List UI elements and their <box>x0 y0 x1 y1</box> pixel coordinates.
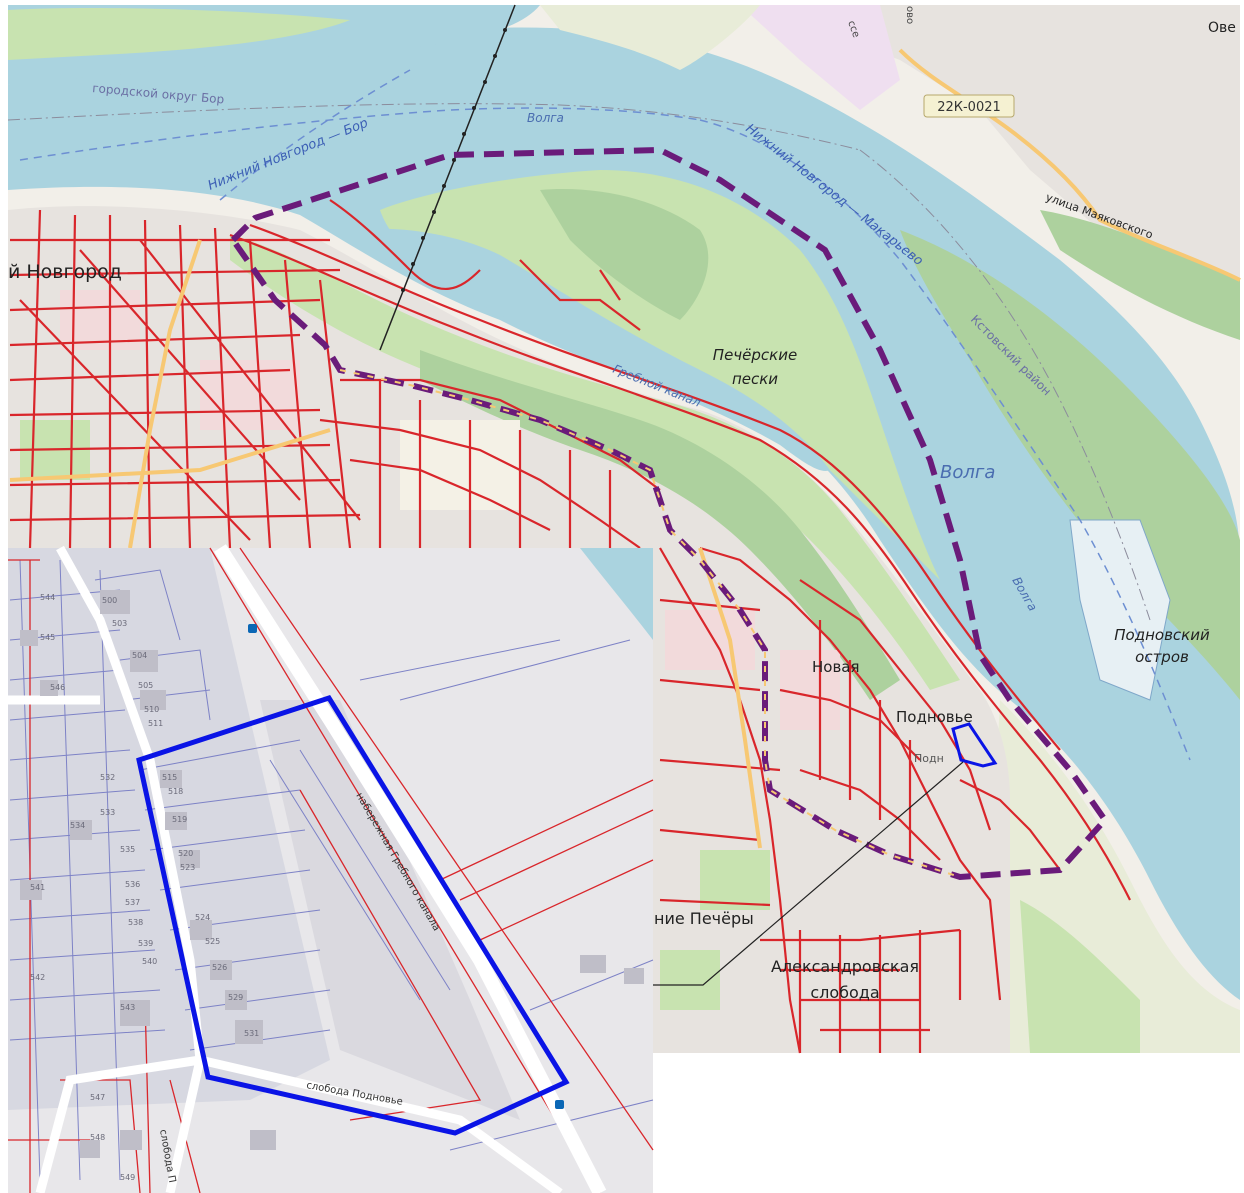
river-label-volga-top: Волга <box>527 111 564 125</box>
inset-parcel-lines <box>9 559 654 1181</box>
svg-text:543: 543 <box>120 1003 135 1012</box>
svg-text:542: 542 <box>30 973 45 982</box>
place-label-podnovye: Подновье <box>896 708 973 726</box>
place-label-nizhnie-pechery: ние Печёры <box>654 909 754 928</box>
inset-red-lines <box>8 547 654 1193</box>
svg-text:548: 548 <box>90 1133 105 1142</box>
inset-river <box>580 548 653 640</box>
inset-open-area <box>260 700 520 1120</box>
site-outline-detail <box>136 695 570 1136</box>
island-forest <box>540 189 709 320</box>
svg-text:523: 523 <box>180 863 195 872</box>
island-north-left <box>8 8 350 61</box>
southeast-green <box>1020 900 1140 1053</box>
svg-text:537: 537 <box>125 898 140 907</box>
place-label-novaya: Новая <box>812 658 860 676</box>
river-label-volga-main: Волга <box>940 462 995 483</box>
main-map: 22К-0021 й Новгород городской округ Бор … <box>7 4 1241 1054</box>
place-label-alexandrovskaya-2: слобода <box>810 983 879 1002</box>
svg-text:500: 500 <box>102 596 117 605</box>
svg-text:519: 519 <box>172 815 187 824</box>
sandbar-north <box>540 5 760 70</box>
svg-text:549: 549 <box>120 1173 135 1182</box>
svg-text:541: 541 <box>30 883 45 892</box>
forest-northeast <box>1040 210 1240 340</box>
inset-parcel-numbers: 500 503 504 505 510 511 515 518 519 520 … <box>30 593 259 1182</box>
road-label-top-2: ово <box>904 6 915 24</box>
podnovsky-island-marsh <box>1069 519 1171 701</box>
residential-block <box>665 610 755 670</box>
svg-text:536: 536 <box>125 880 140 889</box>
park-block <box>660 950 720 1010</box>
svg-text:515: 515 <box>162 773 177 782</box>
svg-text:545: 545 <box>40 633 55 642</box>
inset-streets <box>8 545 563 1193</box>
city-label: й Новгород <box>8 261 122 283</box>
svg-text:532: 532 <box>100 773 115 782</box>
zone-boundary-road-overlay <box>339 369 961 878</box>
svg-text:540: 540 <box>142 957 157 966</box>
inset-map: набережная Гребного канала слобода Подно… <box>8 544 654 1193</box>
svg-text:511: 511 <box>148 719 163 728</box>
place-label-podnovye-small: Подн <box>914 752 944 765</box>
major-roads <box>9 48 1241 849</box>
island-label-podnovsky-2: остров <box>1135 648 1189 666</box>
svg-text:531: 531 <box>244 1029 259 1038</box>
svg-text:520: 520 <box>178 849 193 858</box>
riverbank-green-strip <box>230 235 960 690</box>
site-outline-small <box>951 722 998 768</box>
svg-text:538: 538 <box>128 918 143 927</box>
svg-text:534: 534 <box>70 821 85 830</box>
svg-text:526: 526 <box>212 963 227 972</box>
cable-car-line <box>379 4 516 351</box>
road-shield-22k-0021: 22К-0021 <box>923 94 1015 118</box>
svg-text:503: 503 <box>112 619 127 628</box>
svg-text:544: 544 <box>40 593 55 602</box>
road-shield-label: 22К-0021 <box>937 100 1001 115</box>
svg-text:505: 505 <box>138 681 153 690</box>
svg-text:533: 533 <box>100 808 115 817</box>
place-label-alexandrovskaya-1: Александровская <box>771 957 919 976</box>
svg-text:529: 529 <box>228 993 243 1002</box>
industrial-area-north <box>740 5 900 110</box>
inset-embankment-road <box>214 544 607 1193</box>
svg-text:535: 535 <box>120 845 135 854</box>
rowing-canal-water <box>360 228 830 471</box>
svg-text:546: 546 <box>50 683 65 692</box>
place-label-ove: Ове <box>1208 20 1236 36</box>
bus-stop-icon <box>248 624 564 1109</box>
svg-text:518: 518 <box>168 787 183 796</box>
inset-buildings <box>20 590 644 1158</box>
island-label-pechersk-1: Печёрские <box>713 346 797 364</box>
admin-boundary <box>7 103 1151 621</box>
slope-forest <box>420 350 900 700</box>
svg-text:510: 510 <box>144 705 159 714</box>
svg-text:504: 504 <box>132 651 147 660</box>
ferry-lines <box>19 69 1191 761</box>
svg-text:547: 547 <box>90 1093 105 1102</box>
residential-block <box>780 650 840 730</box>
svg-text:525: 525 <box>205 937 220 946</box>
island-label-pechersk-2: пески <box>732 370 778 388</box>
island-label-podnovsky-1: Подновский <box>1114 626 1210 644</box>
road-network <box>9 199 1131 1054</box>
svg-text:539: 539 <box>138 939 153 948</box>
park-block <box>700 850 770 910</box>
svg-text:524: 524 <box>195 913 210 922</box>
